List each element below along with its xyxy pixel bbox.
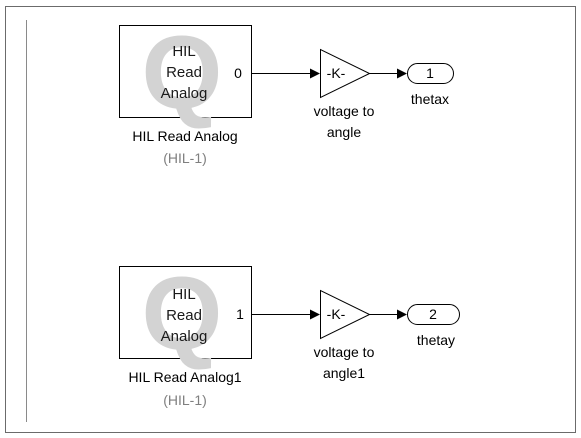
outport-block[interactable]: 2 (407, 304, 460, 325)
block-port-number: 0 (234, 65, 242, 81)
gain-block[interactable]: -K- (320, 289, 371, 340)
block-port-number: 1 (236, 306, 244, 322)
block-inner-line-3: Analog (161, 85, 208, 102)
signal-wire[interactable] (252, 309, 320, 320)
signal-wire[interactable] (369, 68, 407, 79)
arrowhead-icon (310, 309, 320, 320)
gain-value-label: -K- (327, 65, 346, 81)
signal-wire[interactable] (252, 68, 320, 79)
arrowhead-icon (397, 309, 407, 320)
gain-name-label-line-1[interactable]: voltage to (314, 344, 375, 360)
hil-read-analog-block[interactable]: Q HIL Read Analog 0 (119, 15, 252, 131)
block-inner-line-1: HIL (172, 43, 195, 60)
diagram-frame (5, 6, 576, 433)
block-name-label[interactable]: HIL Read Analog (132, 128, 237, 144)
block-subname-label: (HIL-1) (163, 150, 207, 166)
outport-number: 2 (429, 306, 437, 322)
quanser-q-logo-icon: Q (142, 15, 223, 131)
block-subname-label: (HIL-1) (163, 392, 207, 408)
gain-value-label: -K- (327, 306, 346, 322)
outport-name-label[interactable]: thetax (411, 91, 449, 107)
quanser-q-logo-icon: Q (142, 256, 223, 372)
arrowhead-icon (397, 68, 407, 79)
block-inner-line-2: Read (166, 64, 202, 81)
gain-block[interactable]: -K- (320, 48, 371, 99)
gain-name-label-line-2[interactable]: angle (327, 124, 361, 140)
block-name-label[interactable]: HIL Read Analog1 (128, 369, 241, 385)
block-inner-line-3: Analog (161, 328, 208, 345)
gain-name-label-line-1[interactable]: voltage to (314, 103, 375, 119)
svg-text:Q: Q (142, 256, 223, 372)
outport-number: 1 (426, 65, 434, 81)
arrowhead-icon (310, 68, 320, 79)
signal-wire[interactable] (369, 309, 407, 320)
hil-read-analog-block[interactable]: Q HIL Read Analog 1 (119, 256, 252, 372)
block-inner-line-2: Read (166, 307, 202, 324)
outport-name-label[interactable]: thetay (417, 332, 455, 348)
outport-block[interactable]: 1 (407, 63, 454, 84)
block-inner-line-1: HIL (172, 286, 195, 303)
gain-name-label-line-2[interactable]: angle1 (323, 365, 365, 381)
svg-text:Q: Q (142, 15, 223, 131)
